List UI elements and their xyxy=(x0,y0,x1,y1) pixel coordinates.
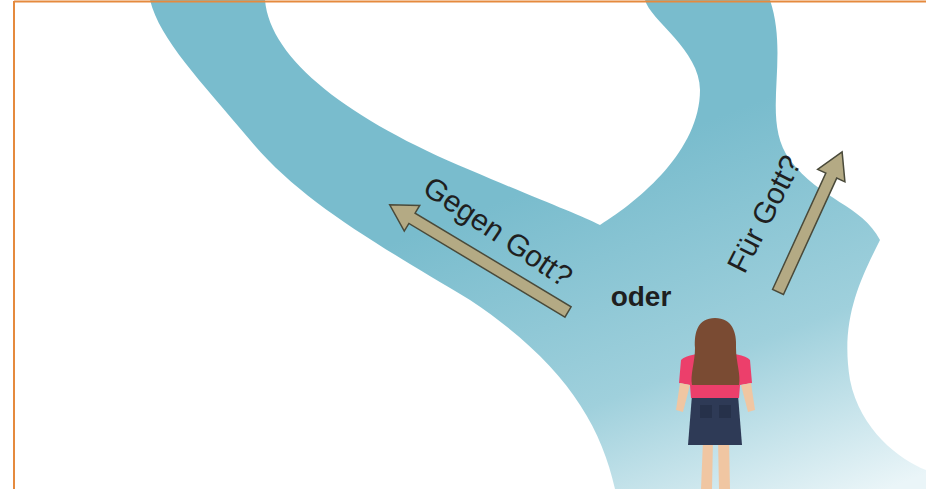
forked-road xyxy=(150,0,926,489)
frame-left xyxy=(13,1,15,489)
woman-figure xyxy=(676,318,755,489)
frame-top xyxy=(14,1,926,3)
choice-word: oder xyxy=(611,281,672,313)
